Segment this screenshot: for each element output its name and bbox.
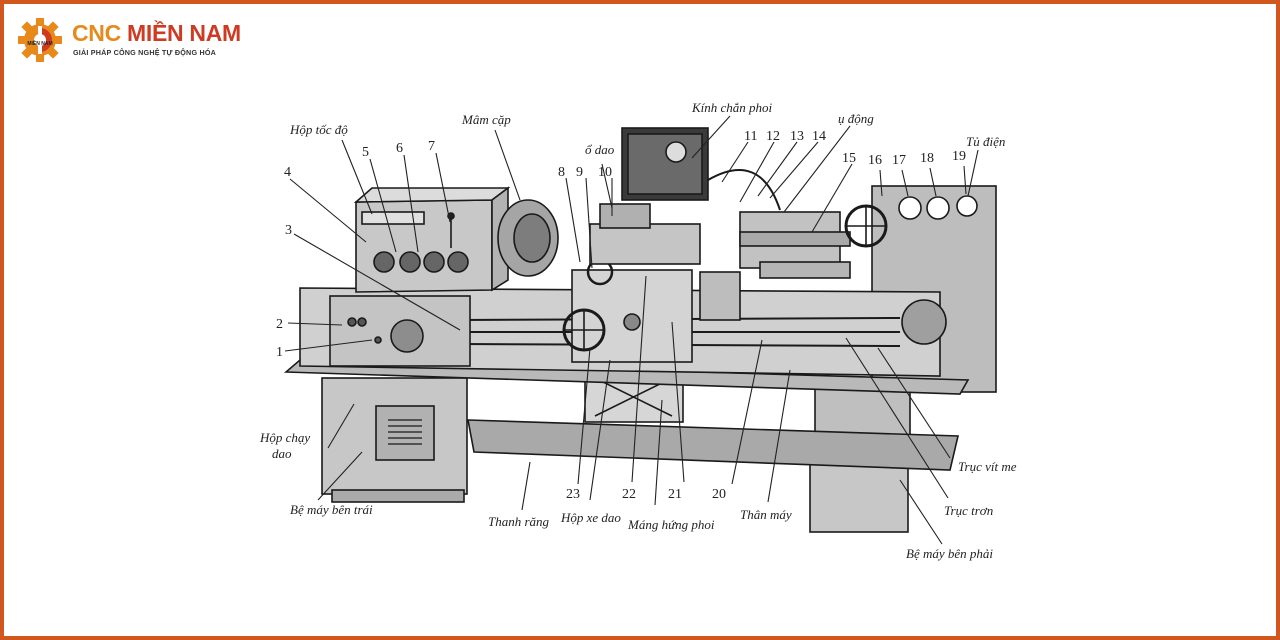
label-truc-tron: Trục trơn <box>944 503 993 518</box>
number-10: 10 <box>598 165 612 180</box>
number-19: 19 <box>952 149 966 164</box>
lathe-machine-illustration <box>283 127 997 533</box>
chip-tray <box>467 419 960 471</box>
label-be-may-ben-phai: Bệ máy bên phải <box>906 546 993 561</box>
brand-name-mien-nam: MIỀN NAM <box>127 20 241 46</box>
label-hop-xe-dao: Hộp xe dao <box>560 510 621 525</box>
brand-logo[interactable]: MIỀN NAM CNC MIỀN NAM GIẢI PHÁP CÔNG NGH… <box>16 14 241 66</box>
part-numbers: 1 2 3 4 5 6 7 8 9 10 11 12 13 14 15 16 1… <box>276 129 966 502</box>
gear-icon: MIỀN NAM <box>18 18 62 62</box>
number-12: 12 <box>766 129 780 144</box>
number-23: 23 <box>566 487 580 502</box>
number-17: 17 <box>892 153 906 168</box>
label-be-may-ben-trai: Bệ máy bên trái <box>290 502 373 517</box>
label-hop-chay-dao-1: Hộp chạy <box>259 430 310 445</box>
number-14: 14 <box>812 129 826 144</box>
number-11: 11 <box>744 129 757 144</box>
label-than-may: Thân máy <box>740 507 792 522</box>
tool-post <box>599 203 651 229</box>
number-20: 20 <box>712 487 726 502</box>
label-mang-hung-phoi: Máng hứng phoi <box>627 517 715 532</box>
tail-end-bearing <box>901 299 947 345</box>
number-18: 18 <box>920 151 934 166</box>
number-4: 4 <box>284 165 291 180</box>
number-3: 3 <box>285 223 292 238</box>
number-13: 13 <box>790 129 804 144</box>
number-5: 5 <box>362 145 369 160</box>
gear-text: MIỀN NAM <box>27 40 52 47</box>
number-22: 22 <box>622 487 636 502</box>
part-labels: Hộp tốc độ Mâm cặp Kính chắn phoi ổ dao … <box>259 100 1017 561</box>
number-8: 8 <box>558 165 565 180</box>
label-hop-toc-do: Hộp tốc độ <box>289 122 348 137</box>
number-6: 6 <box>396 141 403 156</box>
brand-tagline: GIẢI PHÁP CÔNG NGHỆ TỰ ĐỘNG HÓA <box>73 48 217 57</box>
lathe-diagram: Hộp tốc độ Mâm cặp Kính chắn phoi ổ dao … <box>259 100 1017 561</box>
number-9: 9 <box>576 165 583 180</box>
number-16: 16 <box>868 153 882 168</box>
number-1: 1 <box>276 345 283 360</box>
label-mam-cap: Mâm cặp <box>461 112 511 127</box>
label-truc-vit-me: Trục vít me <box>958 459 1017 474</box>
label-tu-dien: Tủ điện <box>966 134 1005 149</box>
label-o-dao: ổ dao <box>585 142 615 157</box>
label-u-dong: ụ động <box>838 111 874 126</box>
label-thanh-rang: Thanh răng <box>488 514 550 529</box>
number-2: 2 <box>276 317 283 332</box>
leader-lines <box>284 115 979 545</box>
number-7: 7 <box>428 139 435 154</box>
brand-name: CNC MIỀN NAM <box>72 20 241 47</box>
brand-name-cnc: CNC <box>72 20 121 46</box>
label-kinh-chan-phoi: Kính chắn phoi <box>691 100 773 115</box>
number-21: 21 <box>668 487 682 502</box>
label-hop-chay-dao-2: dao <box>272 446 292 461</box>
number-15: 15 <box>842 151 856 166</box>
